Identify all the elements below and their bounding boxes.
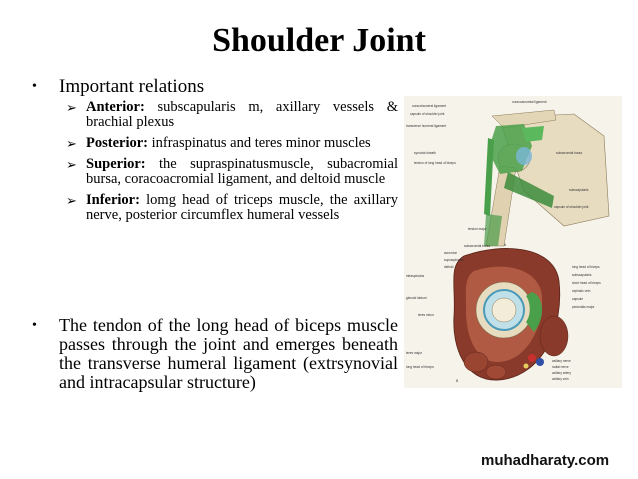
pectoralis-major-shape	[539, 315, 569, 357]
figure-label: acromion	[444, 251, 457, 255]
relation-text: the supraspinatusmuscle, subacromial bur…	[86, 156, 398, 187]
figure-label: tendon of long head of biceps	[414, 161, 456, 165]
arrow-bullet-icon: ➢	[66, 193, 77, 208]
biceps-tendon-section-shape	[526, 292, 543, 332]
figure-label: short head of biceps	[572, 281, 601, 285]
figure-label: subacromial bursa	[464, 244, 490, 248]
figure-label: coracohumeral ligament	[412, 104, 446, 108]
glenoid-shape	[491, 297, 517, 323]
figure-label: pectoralis major	[572, 305, 595, 309]
figure-label: capsule	[572, 297, 583, 301]
relation-term: Superior:	[86, 156, 146, 172]
figure-label: axillary nerve	[552, 359, 571, 363]
relation-posterior: ➢ Posterior: infraspinatus and teres min…	[66, 135, 398, 152]
relation-text: lomg head of triceps muscle, the axillar…	[86, 192, 398, 223]
figure-label: capsule of shoulder joint	[410, 112, 444, 116]
shoulder-anatomy-figure: A coracohumeral ligament coracoacromial …	[404, 96, 622, 388]
panel-a-letter: A	[504, 243, 507, 247]
relation-superior: ➢ Superior: the supraspinatusmuscle, sub…	[66, 157, 398, 187]
relation-inferior: ➢ Inferior: lomg head of triceps muscle,…	[66, 193, 398, 223]
figure-label: teres minor	[418, 313, 435, 317]
bullet-text: Important relations	[59, 76, 205, 97]
bullet-text: The tendon of the long head of biceps mu…	[59, 315, 398, 392]
slide-title: Shoulder Joint	[212, 22, 426, 59]
arrow-bullet-icon: ➢	[66, 100, 77, 115]
figure-label: axillary artery	[552, 371, 571, 375]
biceps-tendon-shape	[484, 138, 494, 216]
figure-label: cephalic vein	[572, 289, 591, 293]
figure-label: subscapularis	[572, 273, 592, 277]
axillary-artery-shape	[528, 354, 536, 362]
relation-term: Posterior:	[86, 135, 148, 151]
panel-b-letter: B	[456, 379, 458, 383]
figure-label: synovial sheath	[414, 151, 436, 155]
bullet-dot-icon: •	[32, 318, 37, 333]
bullet-dot-icon: •	[32, 79, 37, 94]
relation-term: Anterior:	[86, 99, 145, 115]
figure-label: teres major	[406, 351, 423, 355]
relation-text: infraspinatus and teres minor muscles	[148, 135, 371, 151]
arrow-bullet-icon: ➢	[66, 157, 77, 172]
figure-label: subscapularis	[569, 188, 589, 192]
footer-watermark: muhadharaty.com	[481, 452, 610, 469]
triceps-long-head-shape	[485, 364, 507, 380]
figure-label: capsule of shoulder joint	[554, 205, 588, 209]
figure-label: subacromial bursa	[556, 151, 582, 155]
relation-text: subscapularis m, axillary vessels & brac…	[86, 99, 398, 130]
panel-b-cross-section: B subacromial bursa acromion supraspinat…	[406, 244, 601, 383]
tendon-major-shape	[484, 214, 502, 246]
panel-a-anterior-view: A coracohumeral ligament coracoacromial …	[406, 100, 610, 247]
relation-term: Inferior:	[86, 192, 140, 208]
radial-nerve-shape	[523, 363, 529, 369]
axillary-vein-shape	[536, 358, 544, 366]
figure-label: supraspinatus	[444, 258, 464, 262]
arrow-bullet-icon: ➢	[66, 136, 77, 151]
figure-label: infraspinatus	[406, 274, 424, 278]
figure-label: long head of triceps	[406, 365, 434, 369]
figure-label: tendon major	[468, 227, 488, 231]
relations-list: ➢ Anterior: subscapularis m, axillary ve…	[66, 100, 398, 229]
teres-major-shape	[463, 351, 489, 373]
figure-label: coracoacromial ligament	[512, 100, 547, 104]
figure-label: axillary vein	[552, 377, 569, 381]
figure-label: transverse humeral ligament	[406, 124, 446, 128]
bullet-biceps-tendon: • The tendon of the long head of biceps …	[32, 316, 398, 392]
figure-label: radial nerve	[552, 365, 569, 369]
subacromial-bursa-shape	[516, 147, 532, 165]
figure-label: glenoid labrum	[406, 296, 427, 300]
subscapularis-shape	[504, 172, 554, 208]
coracohumeral-ligament-shape	[522, 126, 544, 142]
figure-label: deltoid	[444, 265, 454, 269]
relation-anterior: ➢ Anterior: subscapularis m, axillary ve…	[66, 100, 398, 130]
acromion-shape	[491, 109, 557, 129]
figure-label: long head of biceps	[572, 265, 600, 269]
